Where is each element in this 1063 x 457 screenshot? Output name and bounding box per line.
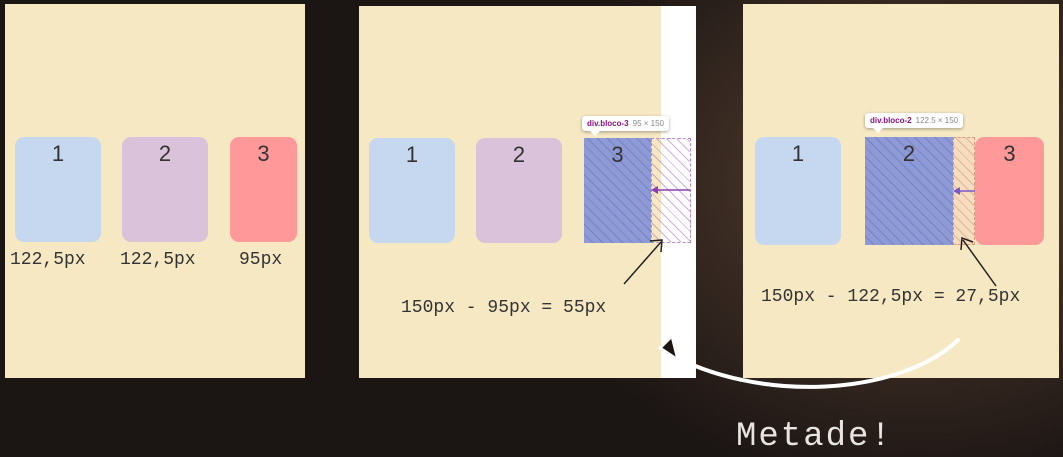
tooltip-size: 122.5 × 150 <box>915 116 959 125</box>
block-1: 1 <box>15 137 101 242</box>
block-1-label: 1 <box>405 142 419 167</box>
equation-text: 150px - 122,5px = 27,5px <box>761 287 1021 307</box>
block-1-label: 1 <box>51 141 65 166</box>
block-3-label: 3 <box>257 141 270 166</box>
block-2: 2 <box>476 138 562 243</box>
equation-text: 150px - 95px = 55px <box>401 298 607 318</box>
block-2: 2 <box>122 137 208 242</box>
block-1: 1 <box>755 137 841 245</box>
tooltip-selector: div.bloco-3 <box>587 119 629 128</box>
width-label-3: 95px <box>239 250 283 270</box>
caption-text: Metade! <box>736 418 893 456</box>
tooltip-size: 95 × 150 <box>632 119 665 128</box>
block-3-highlighted: 3 <box>584 138 651 243</box>
panel-widths: 1 2 3 122,5px 122,5px 95px <box>5 4 305 378</box>
block-2-label: 2 <box>512 142 526 167</box>
flex-basis-remaining-area <box>953 137 975 245</box>
flex-basis-remaining-area <box>651 138 691 243</box>
block-2-highlighted: 2 <box>865 137 953 245</box>
block-3-label: 3 <box>611 142 624 167</box>
block-1: 1 <box>369 138 455 243</box>
width-label-1: 122,5px <box>10 250 86 270</box>
block-3: 3 <box>975 137 1044 245</box>
block-2-label: 2 <box>158 141 172 166</box>
block-2-label: 2 <box>902 141 916 166</box>
block-1-label: 1 <box>791 141 805 166</box>
width-label-2: 122,5px <box>120 250 196 270</box>
block-3-label: 3 <box>1003 141 1016 166</box>
tooltip-selector: div.bloco-2 <box>870 116 912 125</box>
block-3: 3 <box>230 137 297 242</box>
